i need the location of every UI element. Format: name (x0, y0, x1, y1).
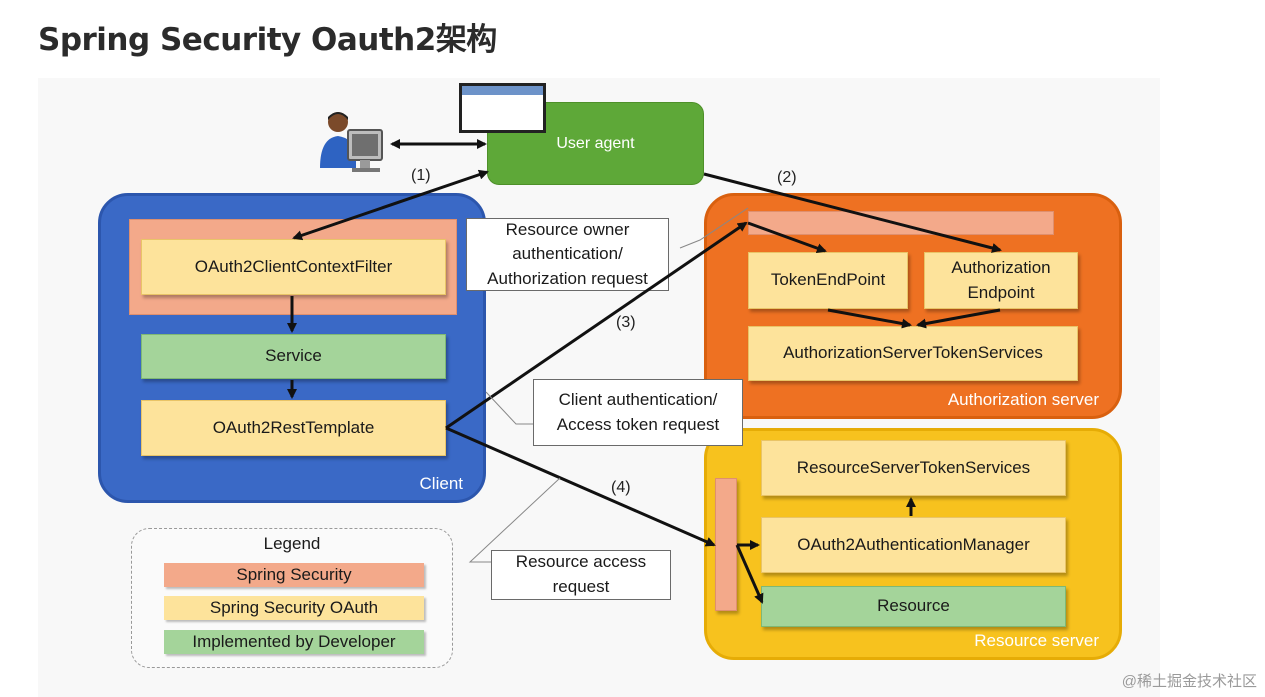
user-at-computer-icon (320, 112, 383, 172)
browser-window-icon (459, 83, 546, 133)
oauth2-authentication-manager: OAuth2AuthenticationManager (761, 517, 1066, 573)
resource-owner-callout: Resource owner authentication/ Authoriza… (466, 218, 669, 291)
authorization-endpoint: Authorization Endpoint (924, 252, 1078, 309)
oauth2-rest-template: OAuth2RestTemplate (141, 400, 446, 456)
client-label: Client (419, 474, 463, 493)
resource-server-token-services: ResourceServerTokenServices (761, 440, 1066, 496)
legend-implemented-by-developer: Implemented by Developer (164, 630, 424, 654)
resource-block: Resource (761, 586, 1066, 627)
legend-spring-security: Spring Security (164, 563, 424, 587)
legend-title: Legend (263, 534, 321, 553)
watermark: @稀土掘金技术社区 (1121, 673, 1257, 690)
step-3-label: (3) (616, 314, 636, 331)
resource-spring-security-filter (715, 478, 737, 611)
client-auth-callout: Client authentication/ Access token requ… (533, 379, 743, 446)
step-2-label: (2) (777, 169, 797, 186)
step-4-label: (4) (611, 479, 631, 496)
authorization-server-token-services: AuthorizationServerTokenServices (748, 326, 1078, 381)
resource-server-label: Resource server (974, 631, 1099, 650)
legend-spring-security-oauth: Spring Security OAuth (164, 596, 424, 620)
step-1-label: (1) (411, 167, 431, 184)
oauth2-client-context-filter: OAuth2ClientContextFilter (141, 239, 446, 295)
authorization-spring-security-bar (748, 211, 1054, 235)
service-block: Service (141, 334, 446, 379)
authorization-server-label: Authorization server (947, 390, 1099, 409)
page-title: Spring Security Oauth2架构 (38, 22, 497, 58)
resource-access-callout: Resource access request (491, 550, 671, 600)
token-endpoint: TokenEndPoint (748, 252, 908, 309)
